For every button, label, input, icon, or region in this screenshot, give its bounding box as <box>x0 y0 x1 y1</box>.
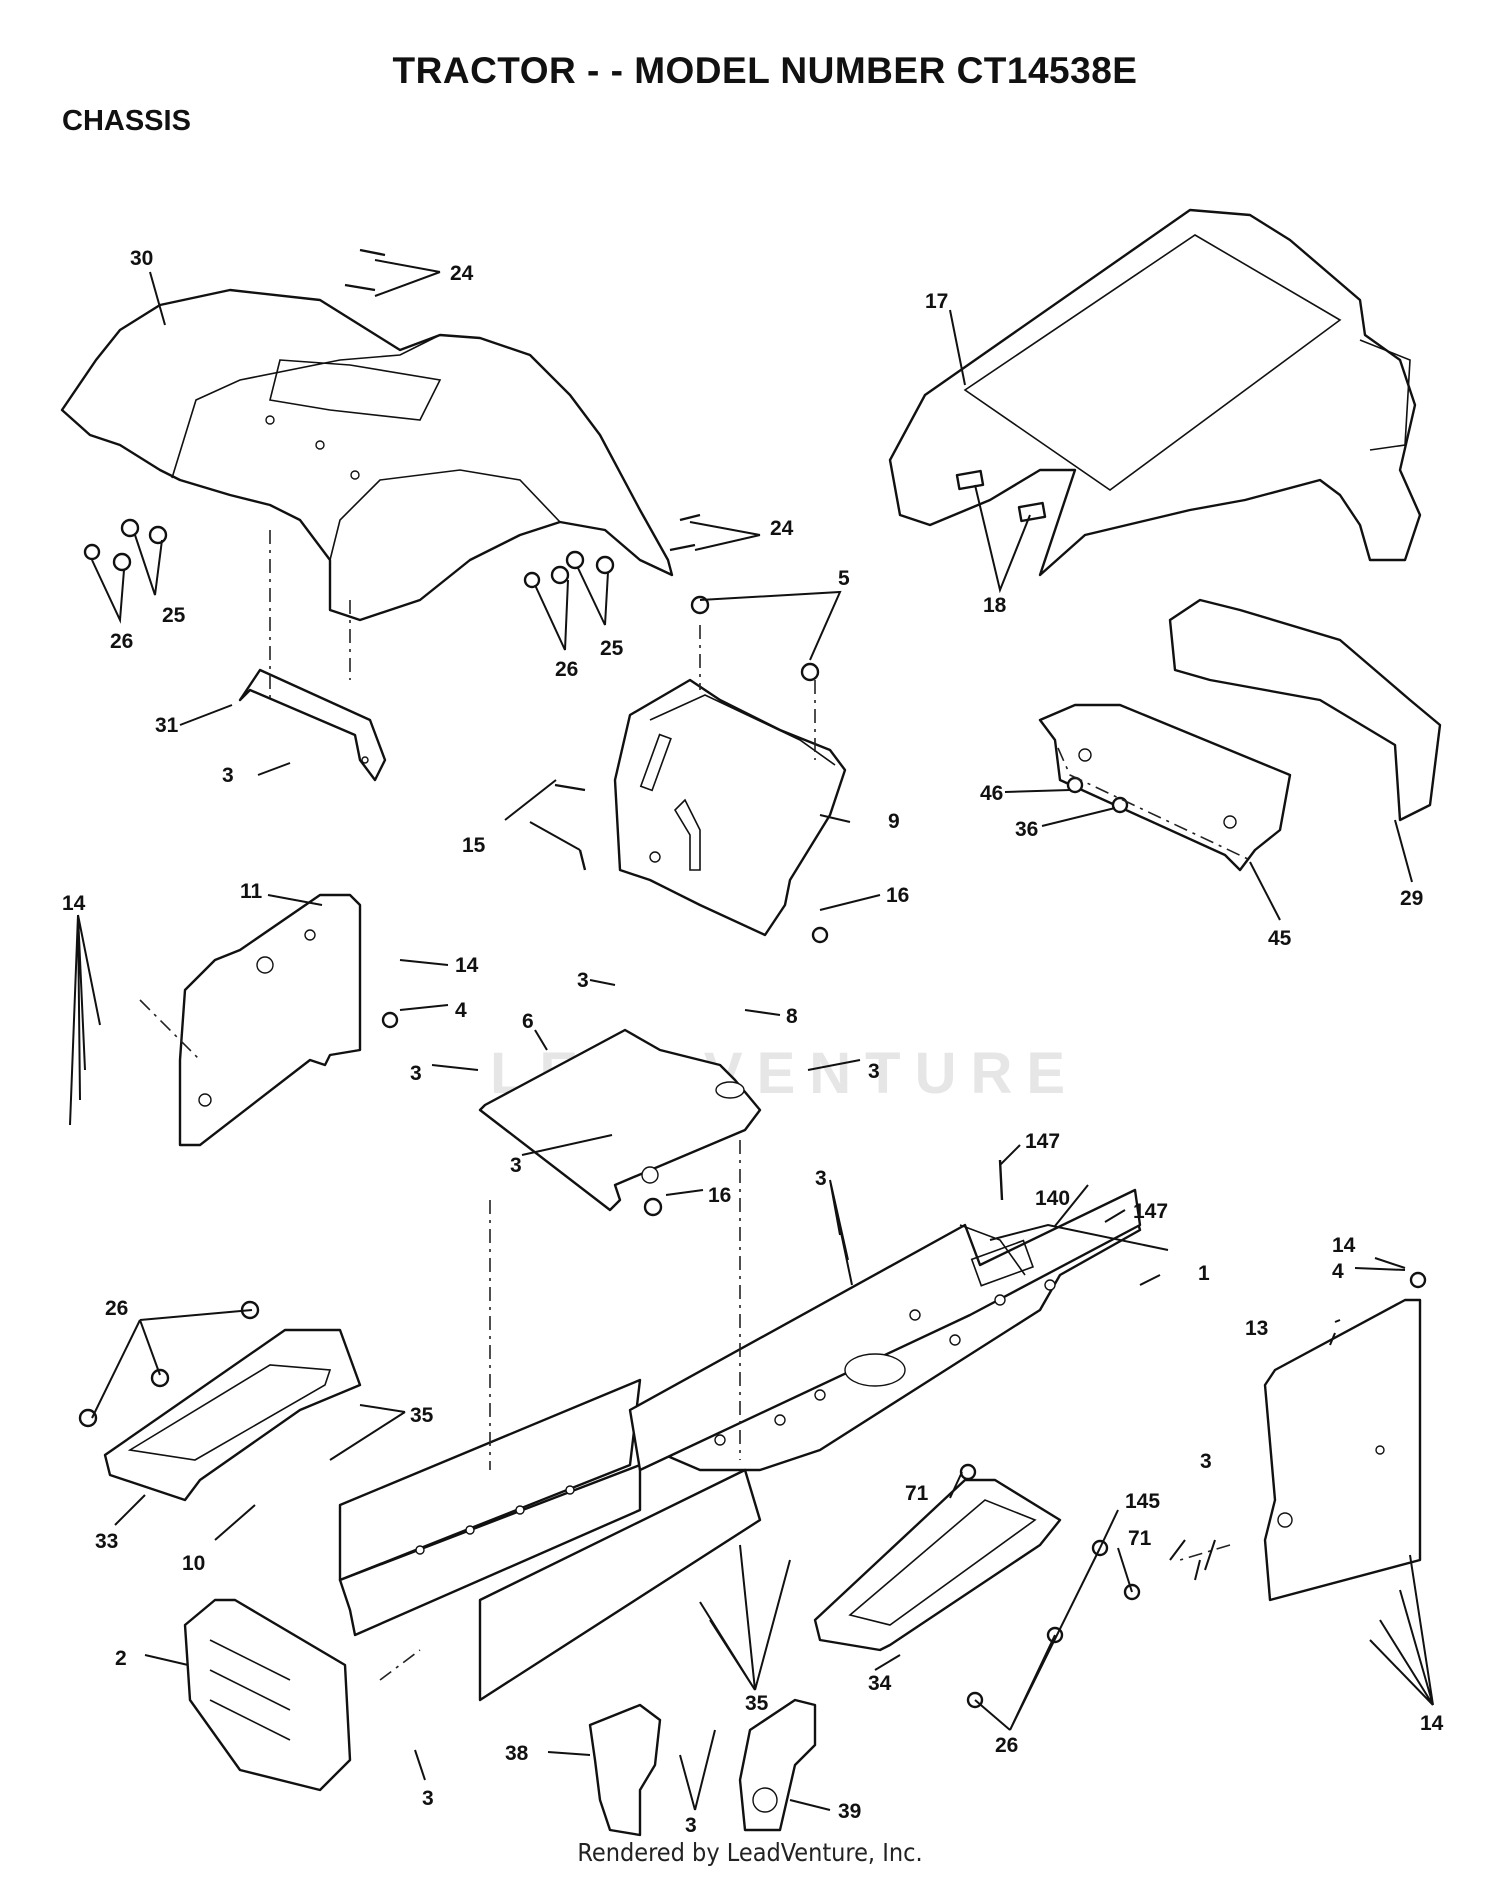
callout-16: 16 <box>886 884 909 907</box>
callout-24: 24 <box>770 517 794 540</box>
part-1-main-frame-shape <box>338 1188 1142 1702</box>
callout-45: 45 <box>1268 927 1292 950</box>
callout-71: 71 <box>905 1482 929 1505</box>
callout-25: 25 <box>600 637 624 660</box>
callout-8: 8 <box>786 1005 798 1028</box>
callout-30: 30 <box>130 247 153 270</box>
callout-71: 71 <box>1128 1527 1152 1550</box>
render-credit: Rendered by LeadVenture, Inc. <box>577 1838 923 1867</box>
callout-140: 140 <box>1035 1187 1070 1210</box>
callout-24: 24 <box>450 262 474 285</box>
part-39-bracket-shape <box>738 1698 817 1832</box>
callout-4: 4 <box>455 999 467 1022</box>
callout-3: 3 <box>1200 1450 1212 1473</box>
part-30-hood-shape <box>60 288 674 622</box>
callout-3: 3 <box>577 969 589 992</box>
part-11-side-plate-shape <box>178 893 362 1147</box>
callout-3: 3 <box>510 1154 522 1177</box>
callout-6: 6 <box>522 1010 534 1033</box>
part-45-rear-plate-shape <box>1038 703 1292 872</box>
callout-29: 29 <box>1400 887 1423 910</box>
callout-17: 17 <box>925 290 948 313</box>
callout-33: 33 <box>95 1530 118 1553</box>
callout-26: 26 <box>105 1297 128 1320</box>
callout-35: 35 <box>410 1404 434 1427</box>
callout-labels: 30 24 24 17 18 26 25 26 25 5 31 3 9 15 1… <box>62 247 1444 1837</box>
part-2-front-bracket-shape <box>183 1598 352 1792</box>
callout-39: 39 <box>838 1800 861 1823</box>
part-13-side-plate-shape <box>1263 1298 1422 1602</box>
callout-14: 14 <box>1420 1712 1444 1735</box>
callout-3: 3 <box>422 1787 434 1810</box>
callout-147: 147 <box>1133 1200 1168 1223</box>
callout-26: 26 <box>110 630 133 653</box>
section-title: CHASSIS <box>62 105 191 137</box>
callout-1: 1 <box>1198 1262 1210 1285</box>
callout-36: 36 <box>1015 818 1038 841</box>
callout-145: 145 <box>1125 1490 1160 1513</box>
callout-2: 2 <box>115 1647 127 1670</box>
callout-3: 3 <box>222 764 234 787</box>
callout-34: 34 <box>868 1672 892 1695</box>
callout-14: 14 <box>455 954 479 977</box>
callout-3: 3 <box>815 1167 827 1190</box>
callout-16: 16 <box>708 1184 731 1207</box>
callout-13: 13 <box>1245 1317 1268 1340</box>
part-33-footrest-shape <box>103 1328 362 1502</box>
callout-11: 11 <box>240 880 263 903</box>
part-6-plate-shape <box>478 1028 762 1212</box>
callout-10: 10 <box>182 1552 205 1575</box>
callout-25: 25 <box>162 604 186 627</box>
callout-38: 38 <box>505 1742 529 1765</box>
callout-3: 3 <box>868 1060 880 1083</box>
callout-46: 46 <box>980 782 1003 805</box>
part-38-bracket-shape <box>588 1703 662 1837</box>
part-31-bracket-shape <box>238 668 387 782</box>
callout-14: 14 <box>62 892 86 915</box>
part-34-footrest-shape <box>813 1478 1062 1652</box>
callout-35: 35 <box>745 1692 769 1715</box>
callout-26: 26 <box>995 1734 1018 1757</box>
callout-14: 14 <box>1332 1234 1356 1257</box>
callout-5: 5 <box>838 567 850 590</box>
callout-18: 18 <box>983 594 1007 617</box>
callout-9: 9 <box>888 810 900 833</box>
callout-3: 3 <box>685 1814 697 1837</box>
part-9-dash-panel-shape <box>613 678 847 937</box>
part-17-fender-shape <box>888 208 1422 577</box>
callout-31: 31 <box>155 714 179 737</box>
callout-4: 4 <box>1332 1260 1344 1283</box>
assembly-lines <box>139 530 1251 1681</box>
callout-26: 26 <box>555 658 578 681</box>
leader-lines <box>69 259 1434 1811</box>
callout-3: 3 <box>410 1062 422 1085</box>
part-29-rear-shield-shape <box>1168 598 1442 822</box>
callout-147: 147 <box>1025 1130 1060 1153</box>
page-title: TRACTOR - - MODEL NUMBER CT14538E <box>392 50 1138 91</box>
callout-15: 15 <box>462 834 486 857</box>
